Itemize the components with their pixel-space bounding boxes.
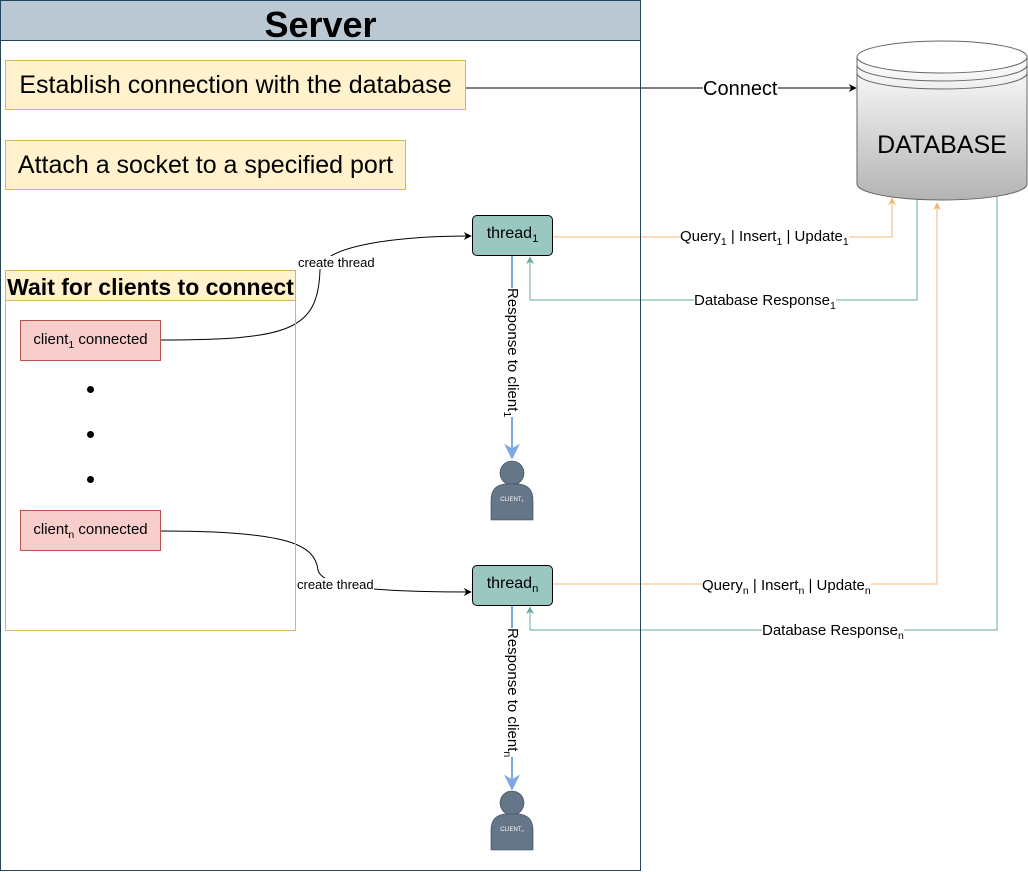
query-arrow-n [553,202,941,585]
response-to-client-label-n: Response to clientn [501,628,521,758]
step-establish-connection: Establish connection with the database [5,60,466,110]
create-thread-arrow-1 [160,232,472,341]
client-icon-label-n: CLIENTn [500,827,524,833]
step-establish-connection-label: Establish connection with the database [19,70,452,99]
client-1-name: client [33,331,69,348]
database-response-label-n: Database Responsen [762,622,904,642]
ellipsis-dot [87,431,94,438]
client-user-icon-1: CLIENT1 [490,460,534,521]
create-thread-label-1: create thread [298,255,375,270]
query-label-1: Query1 | Insert1 | Update1 [680,228,849,248]
response-to-client-label-1: Response to client1 [501,288,521,418]
client-1-subscript: 1 [68,338,75,351]
thread-1-subscript: 1 [532,232,539,245]
ellipsis-dot [87,386,94,393]
client-1-suffix: connected [74,331,148,348]
thread-n-name: thread [486,575,533,592]
client-n-name: client [33,521,69,538]
step-attach-socket: Attach a socket to a specified port [5,140,406,190]
database-cylinder [856,40,1028,201]
wait-for-clients-title: Wait for clients to connect [5,270,296,301]
client-user-icon-n: CLIENTn [490,790,534,851]
thread-1-name: thread [486,225,533,242]
query-label-n: Queryn | Insertn | Updaten [702,577,871,597]
client-1-connected-node: client1 connected [20,320,161,361]
thread-n-node: threadn [472,565,553,606]
thread-1-node: thread1 [472,215,553,256]
client-icon-label-1: CLIENT1 [500,497,524,503]
thread-n-subscript: n [532,582,539,595]
server-title: Server [0,0,641,45]
query-arrow-1 [553,197,896,238]
client-n-subscript: n [68,528,75,541]
create-thread-label-n: create thread [297,577,374,592]
step-attach-socket-label: Attach a socket to a specified port [17,150,394,179]
client-n-connected-node: clientn connected [20,510,161,551]
database-response-label-1: Database Response1 [694,292,836,312]
client-n-suffix: connected [74,521,148,538]
create-thread-arrow-n [160,530,472,596]
ellipsis-dot [87,476,94,483]
database-label: DATABASE [877,131,1007,159]
connect-label: Connect [703,78,778,100]
